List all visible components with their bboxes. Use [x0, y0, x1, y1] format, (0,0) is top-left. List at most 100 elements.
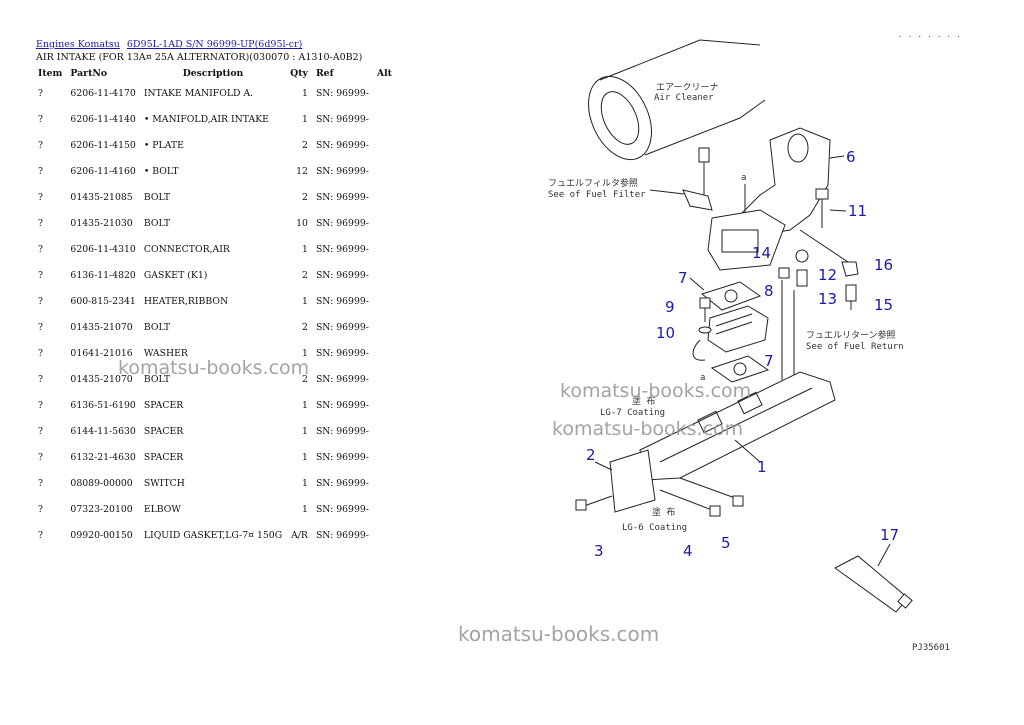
callout-5[interactable]: 5 [721, 534, 731, 552]
cell-partno: 6132-21-4630 [70, 451, 136, 463]
cell-partno: 01435-21070 [70, 373, 133, 385]
gasket-upper-drawing [700, 281, 762, 311]
callout-1[interactable]: 1 [757, 458, 767, 476]
arrow-label-a-top: a [741, 173, 746, 183]
cell-partno: 07323-20100 [70, 503, 133, 515]
callout-9[interactable]: 9 [665, 298, 675, 316]
cell-qty: 2 [302, 373, 308, 385]
callout-15[interactable]: 15 [874, 296, 893, 314]
cell-qty: A/R [291, 529, 308, 541]
cell-qty: 1 [302, 295, 308, 307]
callout-7-upper[interactable]: 7 [678, 269, 688, 287]
cell-description: INTAKE MANIFOLD A. [143, 87, 254, 99]
note-air-cleaner: Air Cleaner [654, 93, 714, 103]
callout-13[interactable]: 13 [818, 290, 837, 308]
cell-item: ? [38, 87, 43, 99]
callout-8[interactable]: 8 [764, 282, 774, 300]
callout-16[interactable]: 16 [874, 256, 893, 274]
callout-14[interactable]: 14 [752, 244, 771, 262]
cell-qty: 10 [296, 217, 308, 229]
cell-ref: SN: 96999- [315, 139, 369, 151]
corner-dots: . . . . . . . [898, 30, 962, 40]
callout-6[interactable]: 6 [846, 148, 856, 166]
cell-item: ? [38, 113, 43, 125]
cell-partno: 6136-11-4820 [70, 269, 136, 281]
cell-item: ? [38, 399, 43, 411]
cell-ref: SN: 96999- [315, 399, 369, 411]
callout-10[interactable]: 10 [656, 324, 675, 342]
cell-description: HEATER,RIBBON [143, 295, 229, 307]
cell-alt [373, 106, 396, 132]
liquid-gasket-tube-drawing [834, 555, 913, 613]
cell-description: LIQUID GASKET,LG-7¤ 150G [143, 529, 283, 541]
cell-partno: 01435-21070 [70, 321, 133, 333]
callout-17[interactable]: 17 [880, 526, 899, 544]
cell-description: SPACER [143, 399, 184, 411]
cell-alt [373, 496, 396, 522]
cell-description: • BOLT [143, 165, 179, 177]
breadcrumb: Engines Komatsu 6D95L-1AD S/N 96999-UP(6… [36, 39, 306, 50]
callout-7-lower[interactable]: 7 [764, 352, 774, 370]
cell-ref: SN: 96999- [315, 191, 369, 203]
cell-qty: 2 [302, 321, 308, 333]
cell-description: • PLATE [143, 139, 184, 151]
bolt-drawing [682, 147, 713, 211]
cell-qty: 1 [302, 503, 308, 515]
callout-4[interactable]: 4 [683, 542, 693, 560]
callout-3[interactable]: 3 [594, 542, 604, 560]
column-header-qty: Qty [290, 67, 308, 79]
cell-alt [373, 470, 396, 496]
callout-11[interactable]: 11 [848, 202, 867, 220]
cell-qty: 1 [302, 347, 308, 359]
cell-item: ? [38, 373, 43, 385]
cell-ref: SN: 96999- [315, 373, 369, 385]
air-connector-drawing [739, 127, 831, 236]
callout-2[interactable]: 2 [586, 446, 596, 464]
cell-partno: 6144-11-5630 [70, 425, 136, 437]
cell-ref: SN: 96999- [315, 347, 369, 359]
cell-partno: 01641-21016 [70, 347, 133, 359]
column-header-alt: Alt [376, 67, 392, 79]
breadcrumb-link-model[interactable]: 6D95L-1AD S/N 96999-UP(6d95l-cr) [126, 39, 303, 50]
cell-ref: SN: 96999- [315, 217, 369, 229]
cell-alt [373, 444, 396, 470]
cell-partno: 09920-00150 [70, 529, 133, 541]
cell-qty: 2 [302, 139, 308, 151]
cell-partno: 01435-21085 [70, 191, 133, 203]
cell-item: ? [38, 217, 43, 229]
cell-alt [373, 80, 396, 106]
callout-12[interactable]: 12 [818, 266, 837, 284]
cell-item: ? [38, 191, 43, 203]
watermark: komatsu-books.com [552, 418, 744, 440]
cell-item: ? [38, 347, 43, 359]
cell-description: SPACER [143, 425, 184, 437]
plate-drawing [594, 449, 656, 513]
breadcrumb-link-engines[interactable]: Engines Komatsu [36, 39, 120, 50]
cell-ref: SN: 96999- [315, 243, 369, 255]
spacer-parts-drawing [778, 229, 849, 287]
cell-description: SPACER [143, 451, 184, 463]
cell-description: • MANIFOLD,AIR INTAKE [143, 113, 269, 125]
cell-alt [373, 132, 396, 158]
cell-ref: SN: 96999- [315, 295, 369, 307]
cell-alt [373, 314, 396, 340]
cell-qty: 1 [302, 477, 308, 489]
